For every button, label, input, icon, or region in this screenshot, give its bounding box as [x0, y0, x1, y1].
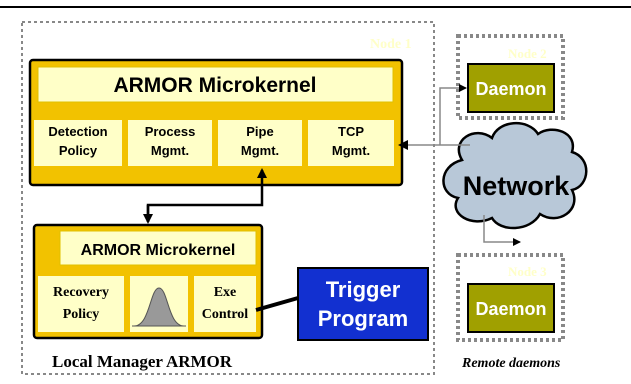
node3-label: Node 3 [508, 264, 547, 279]
element-recovery-policy-line1: Recovery [53, 285, 109, 300]
element-pipe-mgmt: Pipe Mgmt. [218, 120, 302, 166]
node2-label: Node 2 [508, 46, 547, 61]
trigger-connector [255, 296, 299, 312]
element-process-mgmt-line1: Process [145, 124, 196, 139]
element-exe-control-line1: Exe [214, 285, 237, 300]
element-distribution [130, 276, 188, 332]
node1-label: Node 1 [370, 37, 412, 52]
pipe-to-local-arrows [143, 168, 267, 224]
node2-boundary [456, 34, 565, 120]
trigger-line2: Program [318, 306, 408, 331]
network-label: Network [463, 171, 571, 201]
daemon-top-label: Daemon [475, 79, 546, 99]
element-detection-policy-line2: Policy [59, 143, 98, 158]
element-tcp-mgmt-line1: TCP [338, 124, 364, 139]
daemon-bottom-label: Daemon [475, 299, 546, 319]
element-exe-control-line2: Control [202, 307, 249, 322]
element-recovery-policy: Recovery Policy [38, 276, 124, 332]
local-manager-armor-block: ARMOR Microkernel Recovery Policy Exe Co… [32, 223, 264, 340]
element-process-mgmt: Process Mgmt. [128, 120, 212, 166]
top-armor-block: ARMOR Microkernel Detection Policy Proce… [28, 58, 404, 187]
element-detection-policy-line1: Detection [48, 124, 107, 139]
network-cloud: Network [442, 121, 588, 230]
local-manager-caption: Local Manager ARMOR [52, 352, 233, 371]
tcp-arrowhead [398, 140, 408, 150]
element-pipe-mgmt-line2: Mgmt. [241, 143, 279, 158]
node3-boundary [456, 253, 565, 342]
top-armor-title: ARMOR Microkernel [113, 74, 316, 97]
network-to-daemon-top [439, 84, 467, 145]
element-tcp-mgmt-line2: Mgmt. [332, 143, 370, 158]
element-detection-policy: Detection Policy [34, 120, 122, 166]
daemon-bottom: Daemon [467, 283, 555, 333]
trigger-program-block: Trigger Program [297, 267, 429, 341]
network-to-daemon-bottom [483, 215, 521, 246]
remote-daemons-caption: Remote daemons [461, 356, 561, 371]
local-armor-title-box [59, 230, 257, 266]
daemon-top: Daemon [467, 63, 555, 113]
trigger-line1: Trigger [326, 277, 401, 302]
bell-curve-icon [133, 287, 185, 327]
element-exe-control: Exe Control [194, 276, 256, 332]
element-recovery-policy-line2: Policy [63, 307, 100, 322]
top-armor-title-box [37, 66, 394, 103]
node1-boundary [21, 21, 435, 375]
network-connections [400, 84, 521, 246]
element-pipe-mgmt-line1: Pipe [246, 124, 273, 139]
element-tcp-mgmt: TCP Mgmt. [308, 120, 394, 166]
local-armor-title: ARMOR Microkernel [81, 242, 236, 259]
element-process-mgmt-line2: Mgmt. [151, 143, 189, 158]
